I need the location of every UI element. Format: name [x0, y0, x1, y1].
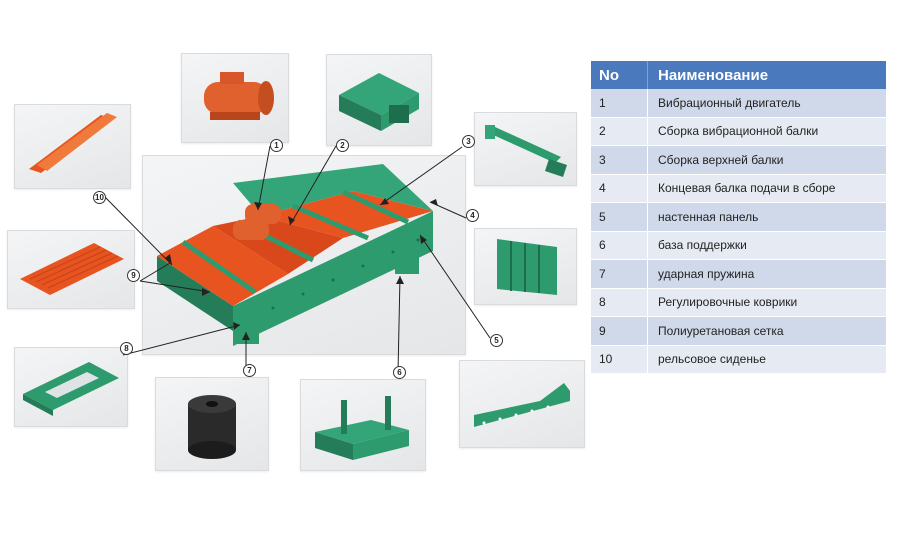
row-name: Полиуретановая сетка: [647, 316, 886, 346]
end-beam-image: [474, 228, 577, 305]
row-name: Концевая балка подачи в сборе: [647, 174, 886, 203]
callout-5: 5: [490, 334, 503, 347]
vibration-beam-assembly-image: [326, 54, 432, 146]
rubber-spring-image: [155, 377, 269, 471]
rail-seat-image: [14, 104, 131, 189]
callout-1: 1: [270, 139, 283, 152]
row-number: 9: [591, 316, 648, 346]
row-name: Сборка вибрационной балки: [647, 117, 886, 146]
callout-2: 2: [336, 139, 349, 152]
row-number: 1: [591, 89, 648, 118]
row-number: 6: [591, 231, 648, 260]
row-number: 8: [591, 288, 648, 317]
callout-10: 10: [93, 191, 106, 204]
callout-8: 8: [120, 342, 133, 355]
callout-6: 6: [393, 366, 406, 379]
row-name: Вибрационный двигатель: [647, 89, 886, 118]
row-number: 7: [591, 259, 648, 289]
callout-7: 7: [243, 364, 256, 377]
row-name: Регулировочные коврики: [647, 288, 886, 317]
row-number: 3: [591, 145, 648, 175]
support-base-image: [300, 379, 426, 471]
row-name: база поддержки: [647, 231, 886, 260]
adjusting-pad-image: [14, 347, 128, 427]
top-beam-assembly-image: [474, 112, 577, 186]
vibration-motor-image: [181, 53, 289, 143]
row-name: Сборка верхней балки: [647, 145, 886, 175]
table-header-row: No Наименование: [591, 61, 886, 89]
polyurethane-mesh-image: [7, 230, 135, 309]
vibrating-screen-illustration: [142, 155, 466, 355]
row-name: рельсовое сиденье: [647, 345, 886, 374]
callout-9: 9: [127, 269, 140, 282]
callout-4: 4: [466, 209, 479, 222]
row-number: 10: [591, 345, 648, 374]
row-number: 5: [591, 202, 648, 232]
row-number: 2: [591, 117, 648, 146]
row-name: настенная панель: [647, 202, 886, 232]
row-number: 4: [591, 174, 648, 203]
column-header-name: Наименование: [647, 61, 886, 89]
callout-3: 3: [462, 135, 475, 148]
row-name: ударная пружина: [647, 259, 886, 289]
wall-panel-image: [459, 360, 585, 448]
column-header-no: No: [591, 61, 648, 89]
